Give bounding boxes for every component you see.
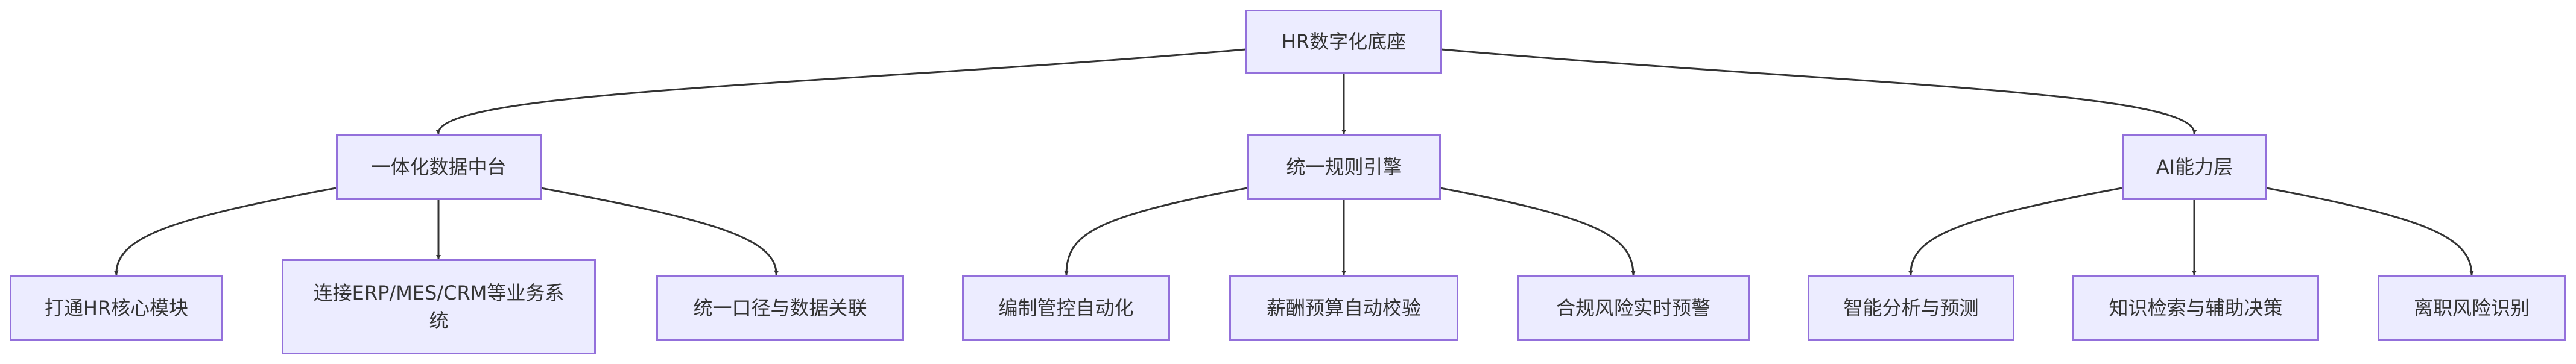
node-branch-3[interactable]: AI能力层 xyxy=(2122,134,2267,200)
edge-b2-b2c1 xyxy=(1064,187,1248,275)
node-b2-child-2[interactable]: 薪酬预算自动校验 xyxy=(1229,275,1458,341)
node-branch-2-label: 统一规则引擎 xyxy=(1286,155,1402,178)
edge-b3-b3c1 xyxy=(1908,187,2122,275)
edge-root-b1 xyxy=(435,48,1246,134)
node-b2-child-3-label: 合规风险实时预警 xyxy=(1555,297,1710,319)
node-b2-child-3[interactable]: 合规风险实时预警 xyxy=(1517,275,1750,341)
edge-root-b3 xyxy=(1441,48,2197,134)
node-b1-child-3-label: 统一口径与数据关联 xyxy=(693,297,867,319)
node-b1-child-2-label: 连接ERP/MES/CRM等业务系统 xyxy=(313,281,565,332)
node-b3-child-3[interactable]: 离职风险识别 xyxy=(2378,275,2566,341)
node-branch-3-label: AI能力层 xyxy=(2156,155,2233,178)
node-b2-child-1-label: 编制管控自动化 xyxy=(998,297,1134,319)
node-b2-child-1[interactable]: 编制管控自动化 xyxy=(962,275,1170,341)
node-b3-child-1[interactable]: 智能分析与预测 xyxy=(1808,275,2014,341)
node-b3-child-2[interactable]: 知识检索与辅助决策 xyxy=(2072,275,2319,341)
node-b3-child-2-label: 知识检索与辅助决策 xyxy=(2109,297,2283,319)
node-b3-child-3-label: 离职风险识别 xyxy=(2413,297,2530,319)
node-b1-child-1-label: 打通HR核心模块 xyxy=(44,297,189,319)
node-branch-1-label: 一体化数据中台 xyxy=(371,155,507,178)
node-b2-child-2-label: 薪酬预算自动校验 xyxy=(1266,297,1421,319)
edge-b2-b2c3 xyxy=(1440,187,1636,275)
node-b1-child-2[interactable]: 连接ERP/MES/CRM等业务系统 xyxy=(282,259,596,354)
edge-b1-b1c1 xyxy=(113,187,337,275)
node-b1-child-3[interactable]: 统一口径与数据关联 xyxy=(656,275,904,341)
edge-b1-b1c3 xyxy=(540,187,779,275)
node-b1-child-1[interactable]: 打通HR核心模块 xyxy=(10,275,223,341)
node-branch-1[interactable]: 一体化数据中台 xyxy=(336,134,542,200)
edge-b3-b3c3 xyxy=(2266,187,2474,275)
node-branch-2[interactable]: 统一规则引擎 xyxy=(1247,134,1441,200)
node-root[interactable]: HR数字化底座 xyxy=(1245,10,1442,74)
node-b3-child-1-label: 智能分析与预测 xyxy=(1843,297,1979,319)
node-root-label: HR数字化底座 xyxy=(1281,30,1407,53)
